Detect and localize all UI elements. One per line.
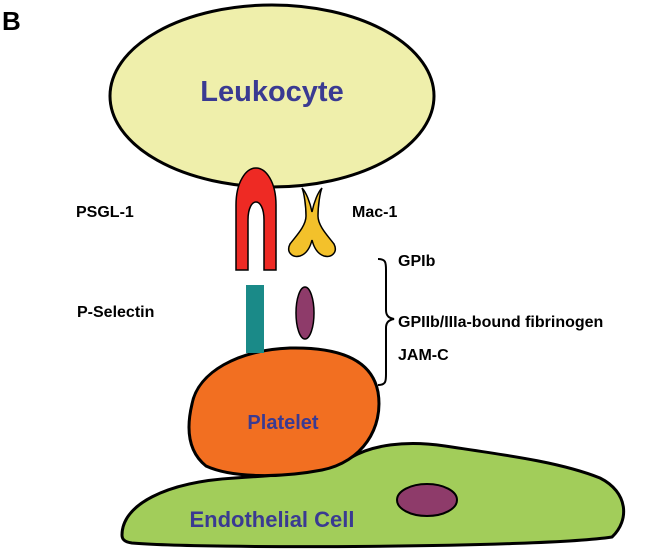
platelet-ligand-oval [295,286,315,340]
p-selectin-bar [246,285,264,353]
mac1-receptor [288,187,336,258]
ligand-brace [377,258,395,386]
ligand-label-gpib: GPIb [398,253,436,270]
endothelial-nucleus [396,483,458,517]
endothelial-cell [120,441,626,549]
ligand-label-jam-c: JAM-C [398,347,449,364]
platelet-label: Platelet [247,412,318,434]
leukocyte-label: Leukocyte [200,76,343,108]
psgl1-label: PSGL-1 [76,204,134,221]
endothelial-cell-label: Endothelial Cell [189,507,354,532]
psgl1-receptor [235,167,277,271]
ligand-label-gpiib-fibrinogen: GPIIb/IIIa-bound fibrinogen [398,314,603,331]
mac1-label: Mac-1 [352,204,397,221]
p-selectin-label: P-Selectin [77,304,154,321]
panel-label: B [2,6,21,36]
